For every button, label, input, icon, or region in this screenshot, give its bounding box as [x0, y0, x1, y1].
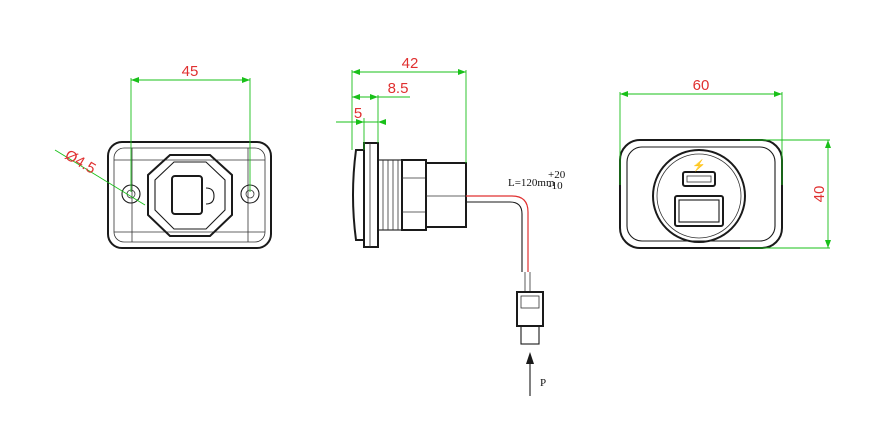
- front-view: 45 Ø4.5: [54, 63, 272, 249]
- side-length-dimension: 42: [402, 55, 419, 72]
- cable-tolerance-minus: -10: [548, 180, 563, 192]
- side-view: P L=120mm +20 -10 42 8.5 5: [336, 55, 566, 396]
- front-usb-opening: [171, 175, 203, 215]
- cable-length-label: L=120mm: [508, 177, 555, 189]
- back-lower-opening: [674, 195, 724, 227]
- view-arrow-label: P: [540, 377, 546, 389]
- side-flange-cap: [352, 149, 365, 241]
- cable-wire-red: [466, 195, 529, 272]
- back-height-dimension: 40: [811, 186, 828, 203]
- front-octagon-housing: [147, 154, 233, 237]
- back-plate: [619, 139, 783, 249]
- cable-tolerance-plus: +20: [548, 169, 566, 181]
- side-depth-dimension: 8.5: [388, 80, 409, 97]
- usb-symbol-icon: ⚡: [692, 159, 706, 172]
- back-round-housing: [652, 149, 746, 243]
- side-nut: [401, 159, 427, 231]
- back-usb-port: [682, 171, 716, 187]
- side-flange-plate: [363, 142, 379, 248]
- side-rear-housing: [425, 162, 467, 228]
- front-plate: [107, 141, 272, 249]
- front-width-dimension: 45: [182, 63, 199, 80]
- side-flange-dimension: 5: [354, 105, 362, 122]
- front-plate-inner: [113, 147, 266, 243]
- back-view: ⚡ 60 40: [619, 77, 831, 249]
- back-width-dimension: 60: [693, 77, 710, 94]
